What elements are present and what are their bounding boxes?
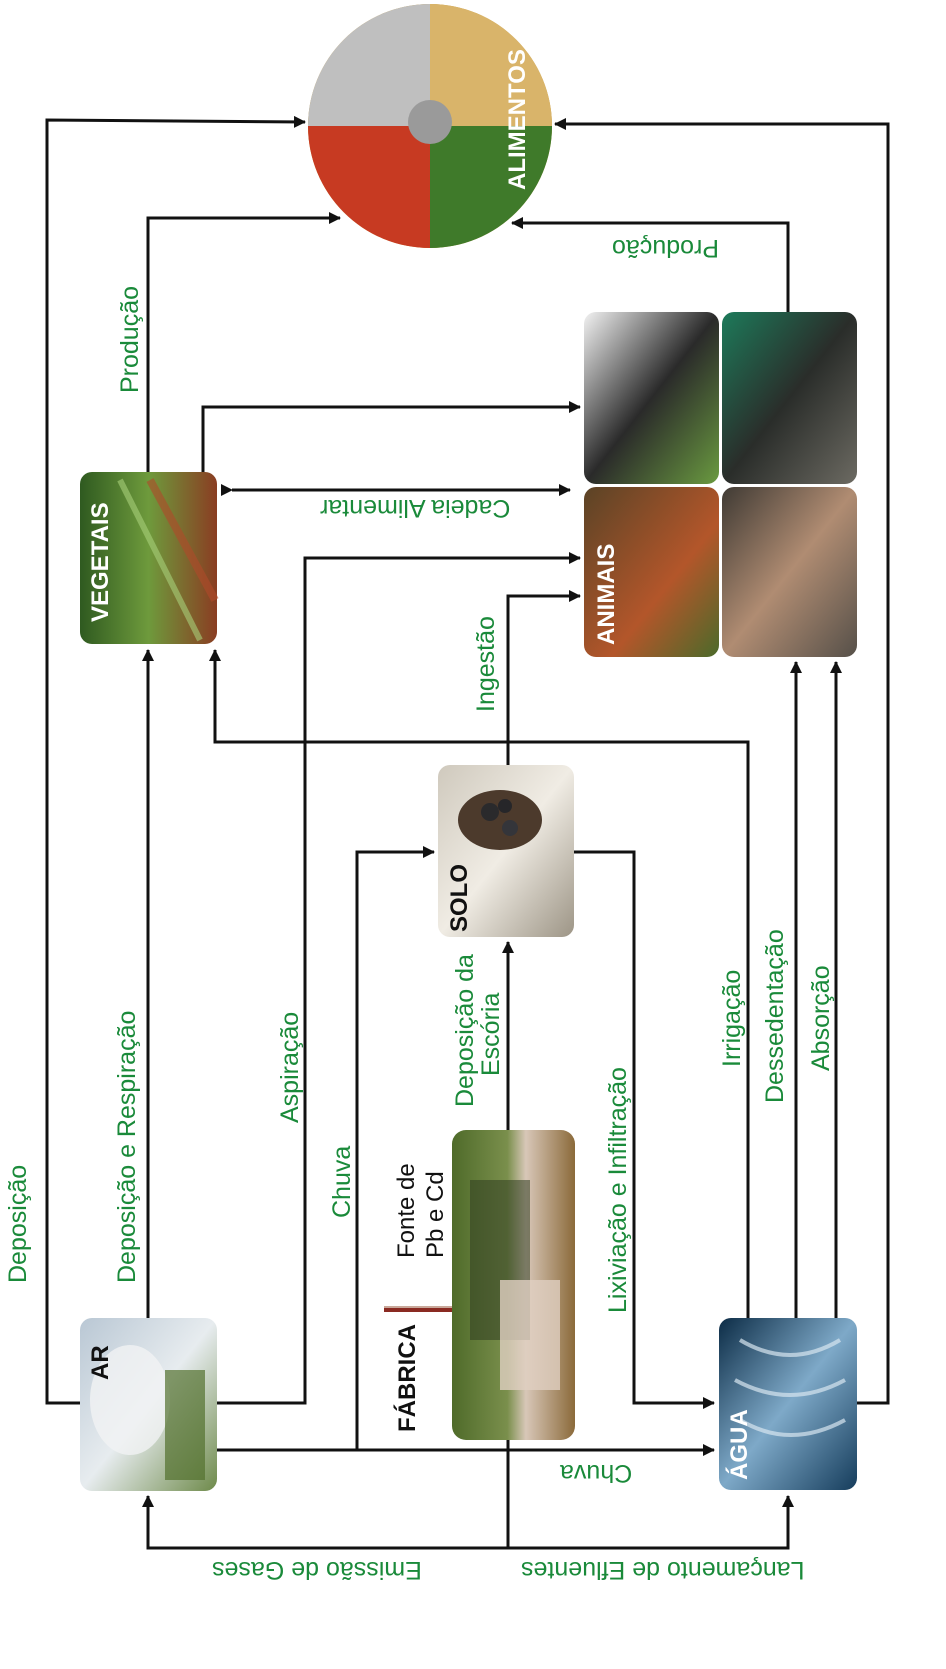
label-deposicao-escoria-1: Deposição da — [451, 954, 479, 1107]
animais-node: ANIMAIS — [584, 312, 857, 657]
vegetais-label: VEGETAIS — [87, 502, 114, 622]
ar-label: AR — [87, 1345, 114, 1380]
ar-node: AR — [80, 1318, 217, 1491]
label-irrigacao: Irrigação — [718, 970, 746, 1067]
label-deposicao: Deposição — [4, 1165, 32, 1283]
label-deposicao-respiracao: Deposição e Respiração — [113, 1011, 141, 1283]
label-absorcao: Absorção — [807, 965, 835, 1071]
label-ingestao: Ingestão — [472, 616, 500, 712]
label-lancamento: Lançamento de Efluentes — [521, 1556, 805, 1584]
solo-label: SOLO — [446, 864, 473, 932]
fabrica-node — [452, 1130, 575, 1440]
edge-deposicao — [47, 120, 305, 1403]
agua-node: ÁGUA — [719, 1318, 857, 1490]
vegetais-node: VEGETAIS — [80, 472, 217, 644]
label-aspiracao: Aspiração — [276, 1012, 304, 1123]
edge-vegetais-to-animais — [203, 407, 580, 472]
animais-label: ANIMAIS — [593, 544, 620, 645]
label-dessedentacao: Dessedentação — [761, 929, 789, 1103]
chimney-icon — [384, 1306, 452, 1312]
edge-ingestao — [508, 596, 580, 765]
fonte-label-line1: Fonte de — [393, 1163, 420, 1258]
solo-node: SOLO — [438, 765, 574, 937]
label-lixiviacao: Lixiviação e Infiltração — [604, 1067, 632, 1313]
label-producao-vegetais: Produção — [116, 286, 144, 393]
fabrica-label: FÁBRICA — [393, 1324, 421, 1432]
label-cadeia-alimentar: Cadeia Alimentar — [320, 494, 510, 522]
label-chuva-up: Chuva — [328, 1146, 356, 1218]
alimentos-label: ALIMENTOS — [504, 49, 531, 190]
edge-producao-vegetais — [148, 218, 340, 472]
agua-label: ÁGUA — [725, 1409, 753, 1480]
label-emissao: Emissão de Gases — [212, 1556, 422, 1584]
label-deposicao-escoria-2: Escória — [477, 993, 505, 1076]
alimentos-node: ALIMENTOS — [308, 4, 552, 248]
label-producao-animais: Produção — [612, 234, 719, 262]
fonte-label-line2: Pb e Cd — [422, 1171, 449, 1258]
label-chuva-down: Chuva — [560, 1459, 632, 1487]
edge-lancamento — [508, 1496, 788, 1548]
edge-lixiviacao — [574, 852, 714, 1403]
